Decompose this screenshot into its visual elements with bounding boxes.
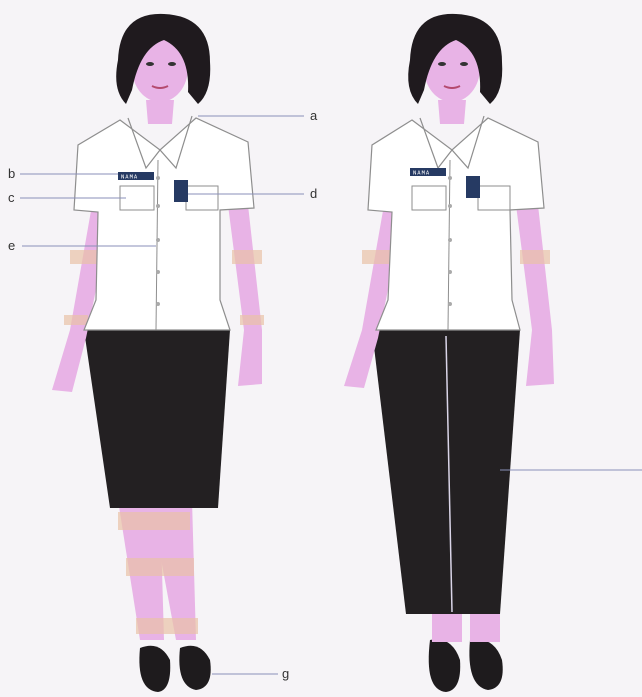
pants — [372, 330, 520, 614]
shoes — [429, 639, 503, 692]
name-badge: NAMA — [118, 172, 154, 181]
callout-label-d: d — [310, 186, 317, 201]
neck — [146, 100, 174, 124]
legs — [118, 500, 198, 640]
callout-label-c: c — [8, 190, 15, 205]
pocket-emblem — [174, 180, 188, 202]
figure-pants-uniform: NAMA — [344, 14, 554, 692]
pocket-emblem — [466, 176, 480, 198]
callout-label-e: e — [8, 238, 15, 253]
callout-label-a: a — [310, 108, 318, 123]
shirt — [368, 116, 544, 330]
callout-label-b: b — [8, 166, 15, 181]
shoes — [139, 646, 210, 692]
name-badge-text: NAMA — [413, 171, 430, 177]
skirt — [84, 330, 230, 508]
neck — [438, 100, 466, 124]
shirt — [74, 116, 254, 330]
name-badge: NAMA — [410, 168, 446, 177]
callout-label-g: g — [282, 666, 289, 681]
name-badge-text: NAMA — [121, 175, 138, 181]
